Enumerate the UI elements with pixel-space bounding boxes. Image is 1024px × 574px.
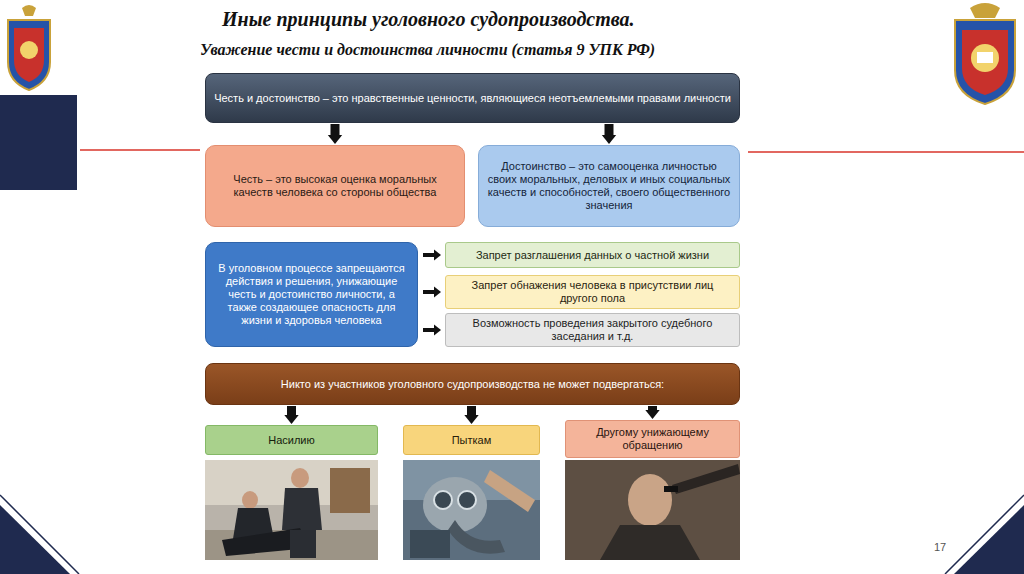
slide-subtitle: Уважение чести и достоинства личности (с… <box>200 41 655 59</box>
arrow-connector <box>464 406 478 424</box>
arrow-connector <box>602 124 616 144</box>
photo-violence <box>205 460 378 560</box>
arrow-connector <box>645 406 659 419</box>
rule-box: Возможность проведения закрытого судебно… <box>445 313 740 347</box>
definition-band: Честь и достоинство – это нравственные ц… <box>205 73 740 123</box>
node-text: Честь и достоинство – это нравственные ц… <box>214 92 731 105</box>
participants-band: Никто из участников уголовного судопроиз… <box>205 363 740 405</box>
rule-box: Запрет разглашения данных о частной жизн… <box>445 242 740 268</box>
node-text: Насилию <box>268 434 315 447</box>
dignity-box: Достоинство – это самооценка личностью с… <box>478 145 740 227</box>
node-text: Другому унижающему обращению <box>574 426 731 452</box>
red-rule <box>80 149 200 151</box>
node-text: Пыткам <box>452 434 492 447</box>
arrow-connector <box>328 124 342 144</box>
node-text: Возможность проведения закрытого судебно… <box>454 317 731 343</box>
node-text: В уголовном процессе запрещаются действи… <box>214 262 409 327</box>
prohibition-box: В уголовном процессе запрещаются действи… <box>205 242 418 347</box>
photo-degrading-treatment <box>565 460 740 560</box>
right-emblem <box>955 3 1015 104</box>
slide-title: Иные принципы уголовного судопроизводств… <box>222 8 635 31</box>
red-rule <box>748 151 1024 153</box>
page-number: 17 <box>934 541 946 553</box>
arrow-connector <box>423 286 441 297</box>
category-box: Насилию <box>205 425 378 455</box>
arrow-connector <box>423 249 441 260</box>
rule-box: Запрет обнажения человека в присутствии … <box>445 275 740 309</box>
node-text: Достоинство – это самооценка личностью с… <box>487 160 731 212</box>
node-text: Никто из участников уголовного судопроиз… <box>281 378 664 391</box>
arrow-connector <box>284 406 298 424</box>
node-text: Запрет разглашения данных о частной жизн… <box>476 249 709 262</box>
honor-box: Честь – это высокая оценка моральных кач… <box>205 145 465 227</box>
photo-torture <box>403 460 540 560</box>
category-box: Пыткам <box>403 425 540 455</box>
node-text: Запрет обнажения человека в присутствии … <box>454 279 731 305</box>
corner-bottom-right <box>945 495 1024 574</box>
arrow-connector <box>423 324 441 335</box>
side-bar <box>0 95 77 190</box>
left-emblem <box>8 5 50 90</box>
node-text: Честь – это высокая оценка моральных кач… <box>214 173 456 199</box>
corner-bottom-left <box>0 495 79 574</box>
category-box: Другому унижающему обращению <box>565 420 740 458</box>
